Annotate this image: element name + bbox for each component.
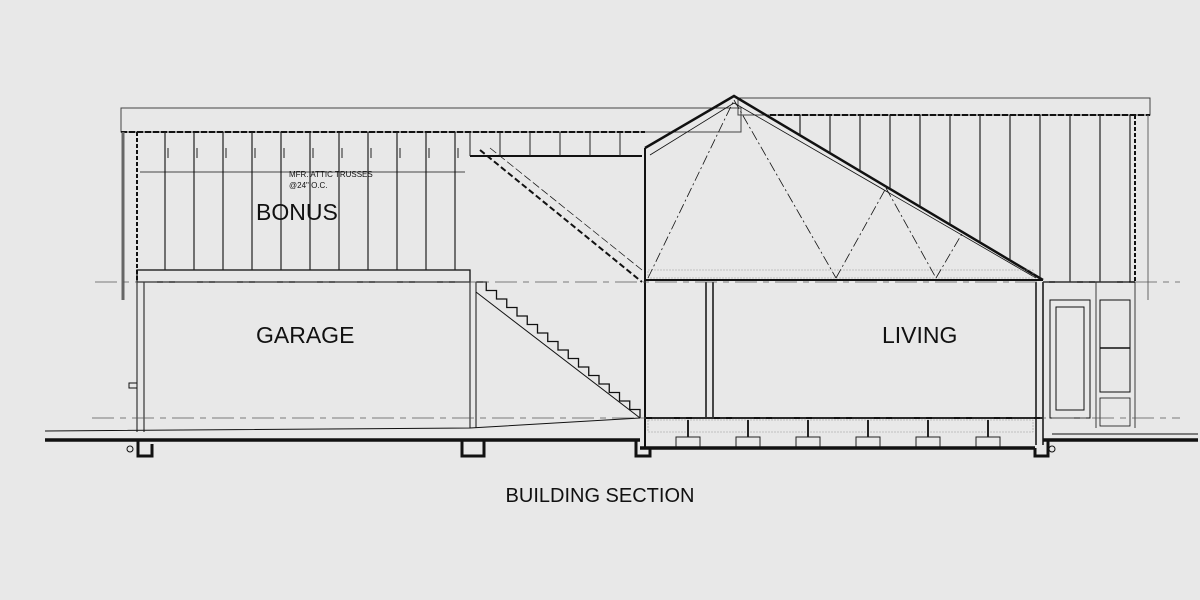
pier-footing bbox=[975, 436, 1001, 448]
pier-footing bbox=[855, 436, 881, 448]
pier-footing bbox=[675, 436, 701, 448]
living-label: LIVING bbox=[882, 322, 957, 348]
stair-stringer bbox=[475, 291, 641, 419]
truss-note-line1: MFR. ATTIC TRUSSES bbox=[289, 170, 373, 179]
stair-steps bbox=[476, 281, 641, 418]
hose-bib bbox=[128, 382, 138, 389]
ceiling-insulation bbox=[647, 269, 1034, 279]
left-roof-fascia bbox=[120, 107, 742, 133]
footing-profiles bbox=[136, 440, 1050, 458]
drawing-title: BUILDING SECTION bbox=[506, 485, 695, 507]
right-roof-fascia bbox=[737, 97, 1151, 116]
window bbox=[1099, 299, 1131, 393]
window-sill-panel bbox=[1099, 397, 1131, 427]
pier-footing bbox=[795, 436, 821, 448]
garage-label: GARAGE bbox=[256, 322, 354, 348]
stair-dashed-1 bbox=[479, 149, 643, 283]
floor-insulation bbox=[647, 419, 1034, 433]
drain-right bbox=[1048, 445, 1056, 453]
truss-note-line2: @24" O.C. bbox=[289, 181, 328, 190]
gable-roof-inner bbox=[649, 102, 1037, 279]
pier-footing bbox=[915, 436, 941, 448]
truss-webs bbox=[647, 99, 964, 279]
bonus-label: BONUS bbox=[256, 199, 338, 225]
entry-door-panel bbox=[1055, 306, 1085, 411]
garage-slab bbox=[44, 417, 641, 432]
stair-dashed-2 bbox=[489, 147, 643, 271]
drain-left bbox=[126, 445, 134, 453]
pier-footing bbox=[735, 436, 761, 448]
gable-roof bbox=[644, 94, 1044, 282]
bonus-floor bbox=[136, 269, 471, 283]
